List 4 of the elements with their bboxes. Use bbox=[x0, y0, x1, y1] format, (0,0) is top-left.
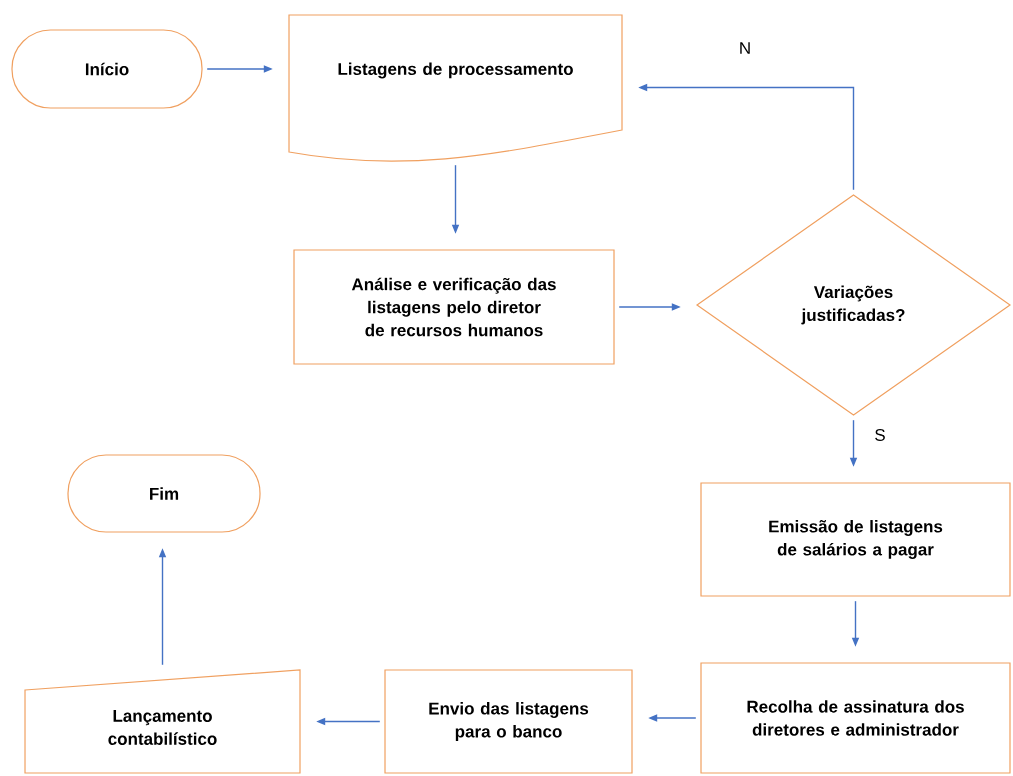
process-box: Análise e verificação das listagens pelo diretor de recursos humanos bbox=[293, 249, 615, 365]
process-box: Emissão de listagens de salários a pagar bbox=[700, 482, 1011, 597]
process-box: Recolha de assinatura dos diretores e administrador bbox=[700, 662, 1011, 774]
process-box: Envio das listagens para o banco bbox=[384, 669, 633, 774]
